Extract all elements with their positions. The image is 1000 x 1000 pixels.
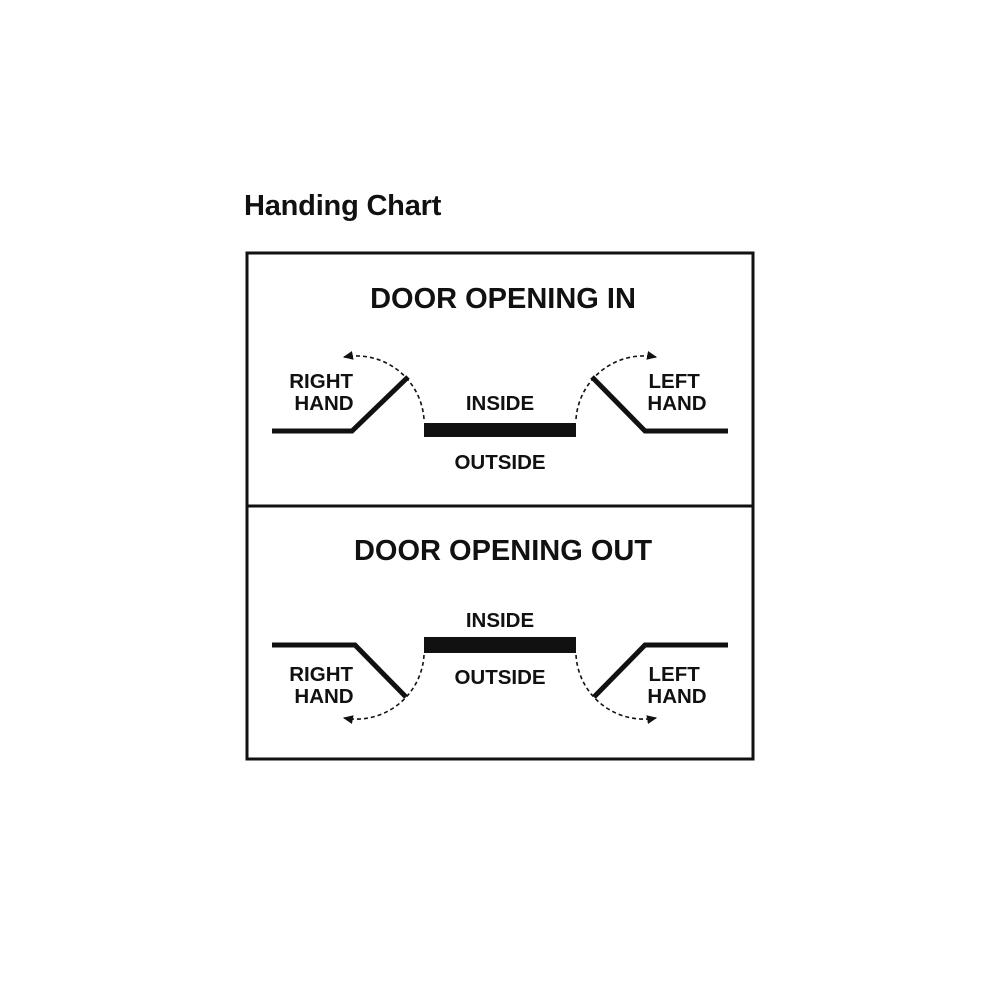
right-hand-label-line1: RIGHT bbox=[289, 663, 353, 686]
right-hand-swing-arrow-icon bbox=[342, 654, 425, 724]
inside-label: INSIDE bbox=[466, 609, 534, 632]
panel-door-opening-out: DOOR OPENING OUT RIGHT HAND INSIDE OUTSI… bbox=[272, 535, 728, 724]
left-hand-swing-arrow-icon bbox=[575, 350, 658, 420]
left-hand-wall bbox=[590, 375, 728, 434]
heading-emphasis: OUT bbox=[591, 535, 653, 567]
heading-prefix: DOOR OPENING bbox=[370, 283, 607, 315]
left-hand-label-line2: HAND bbox=[647, 392, 706, 415]
door-slab bbox=[424, 637, 576, 653]
left-hand-swing-arrow-icon bbox=[575, 654, 658, 724]
left-hand-wall bbox=[592, 642, 728, 699]
left-hand-label-line1: LEFT bbox=[649, 663, 701, 686]
panel-door-opening-in: DOOR OPENING IN RIGHT HAND INSIDE OUTSID… bbox=[272, 283, 728, 474]
outside-label: OUTSIDE bbox=[454, 666, 545, 689]
left-hand-label: LEFT HAND bbox=[647, 663, 706, 708]
outside-label: OUTSIDE bbox=[454, 451, 545, 474]
right-hand-wall bbox=[272, 642, 408, 699]
right-hand-swing-arrow-icon bbox=[342, 350, 425, 420]
heading-prefix: DOOR OPENING bbox=[354, 535, 591, 567]
left-hand-label-line1: LEFT bbox=[649, 370, 701, 393]
panel-heading: DOOR OPENING OUT bbox=[354, 535, 652, 567]
inside-label: INSIDE bbox=[466, 392, 534, 415]
left-hand-label: LEFT HAND bbox=[647, 370, 706, 415]
door-slab bbox=[424, 423, 576, 437]
chart-title: Handing Chart bbox=[244, 190, 442, 222]
panel-heading: DOOR OPENING IN bbox=[370, 283, 636, 315]
right-hand-label-line2: HAND bbox=[294, 392, 353, 415]
right-hand-label: RIGHT HAND bbox=[289, 663, 358, 708]
right-hand-label-line2: HAND bbox=[294, 685, 353, 708]
right-hand-label: RIGHT HAND bbox=[289, 370, 358, 415]
left-hand-label-line2: HAND bbox=[647, 685, 706, 708]
right-hand-wall bbox=[272, 375, 410, 434]
right-hand-label-line1: RIGHT bbox=[289, 370, 353, 393]
heading-emphasis: IN bbox=[607, 283, 636, 315]
